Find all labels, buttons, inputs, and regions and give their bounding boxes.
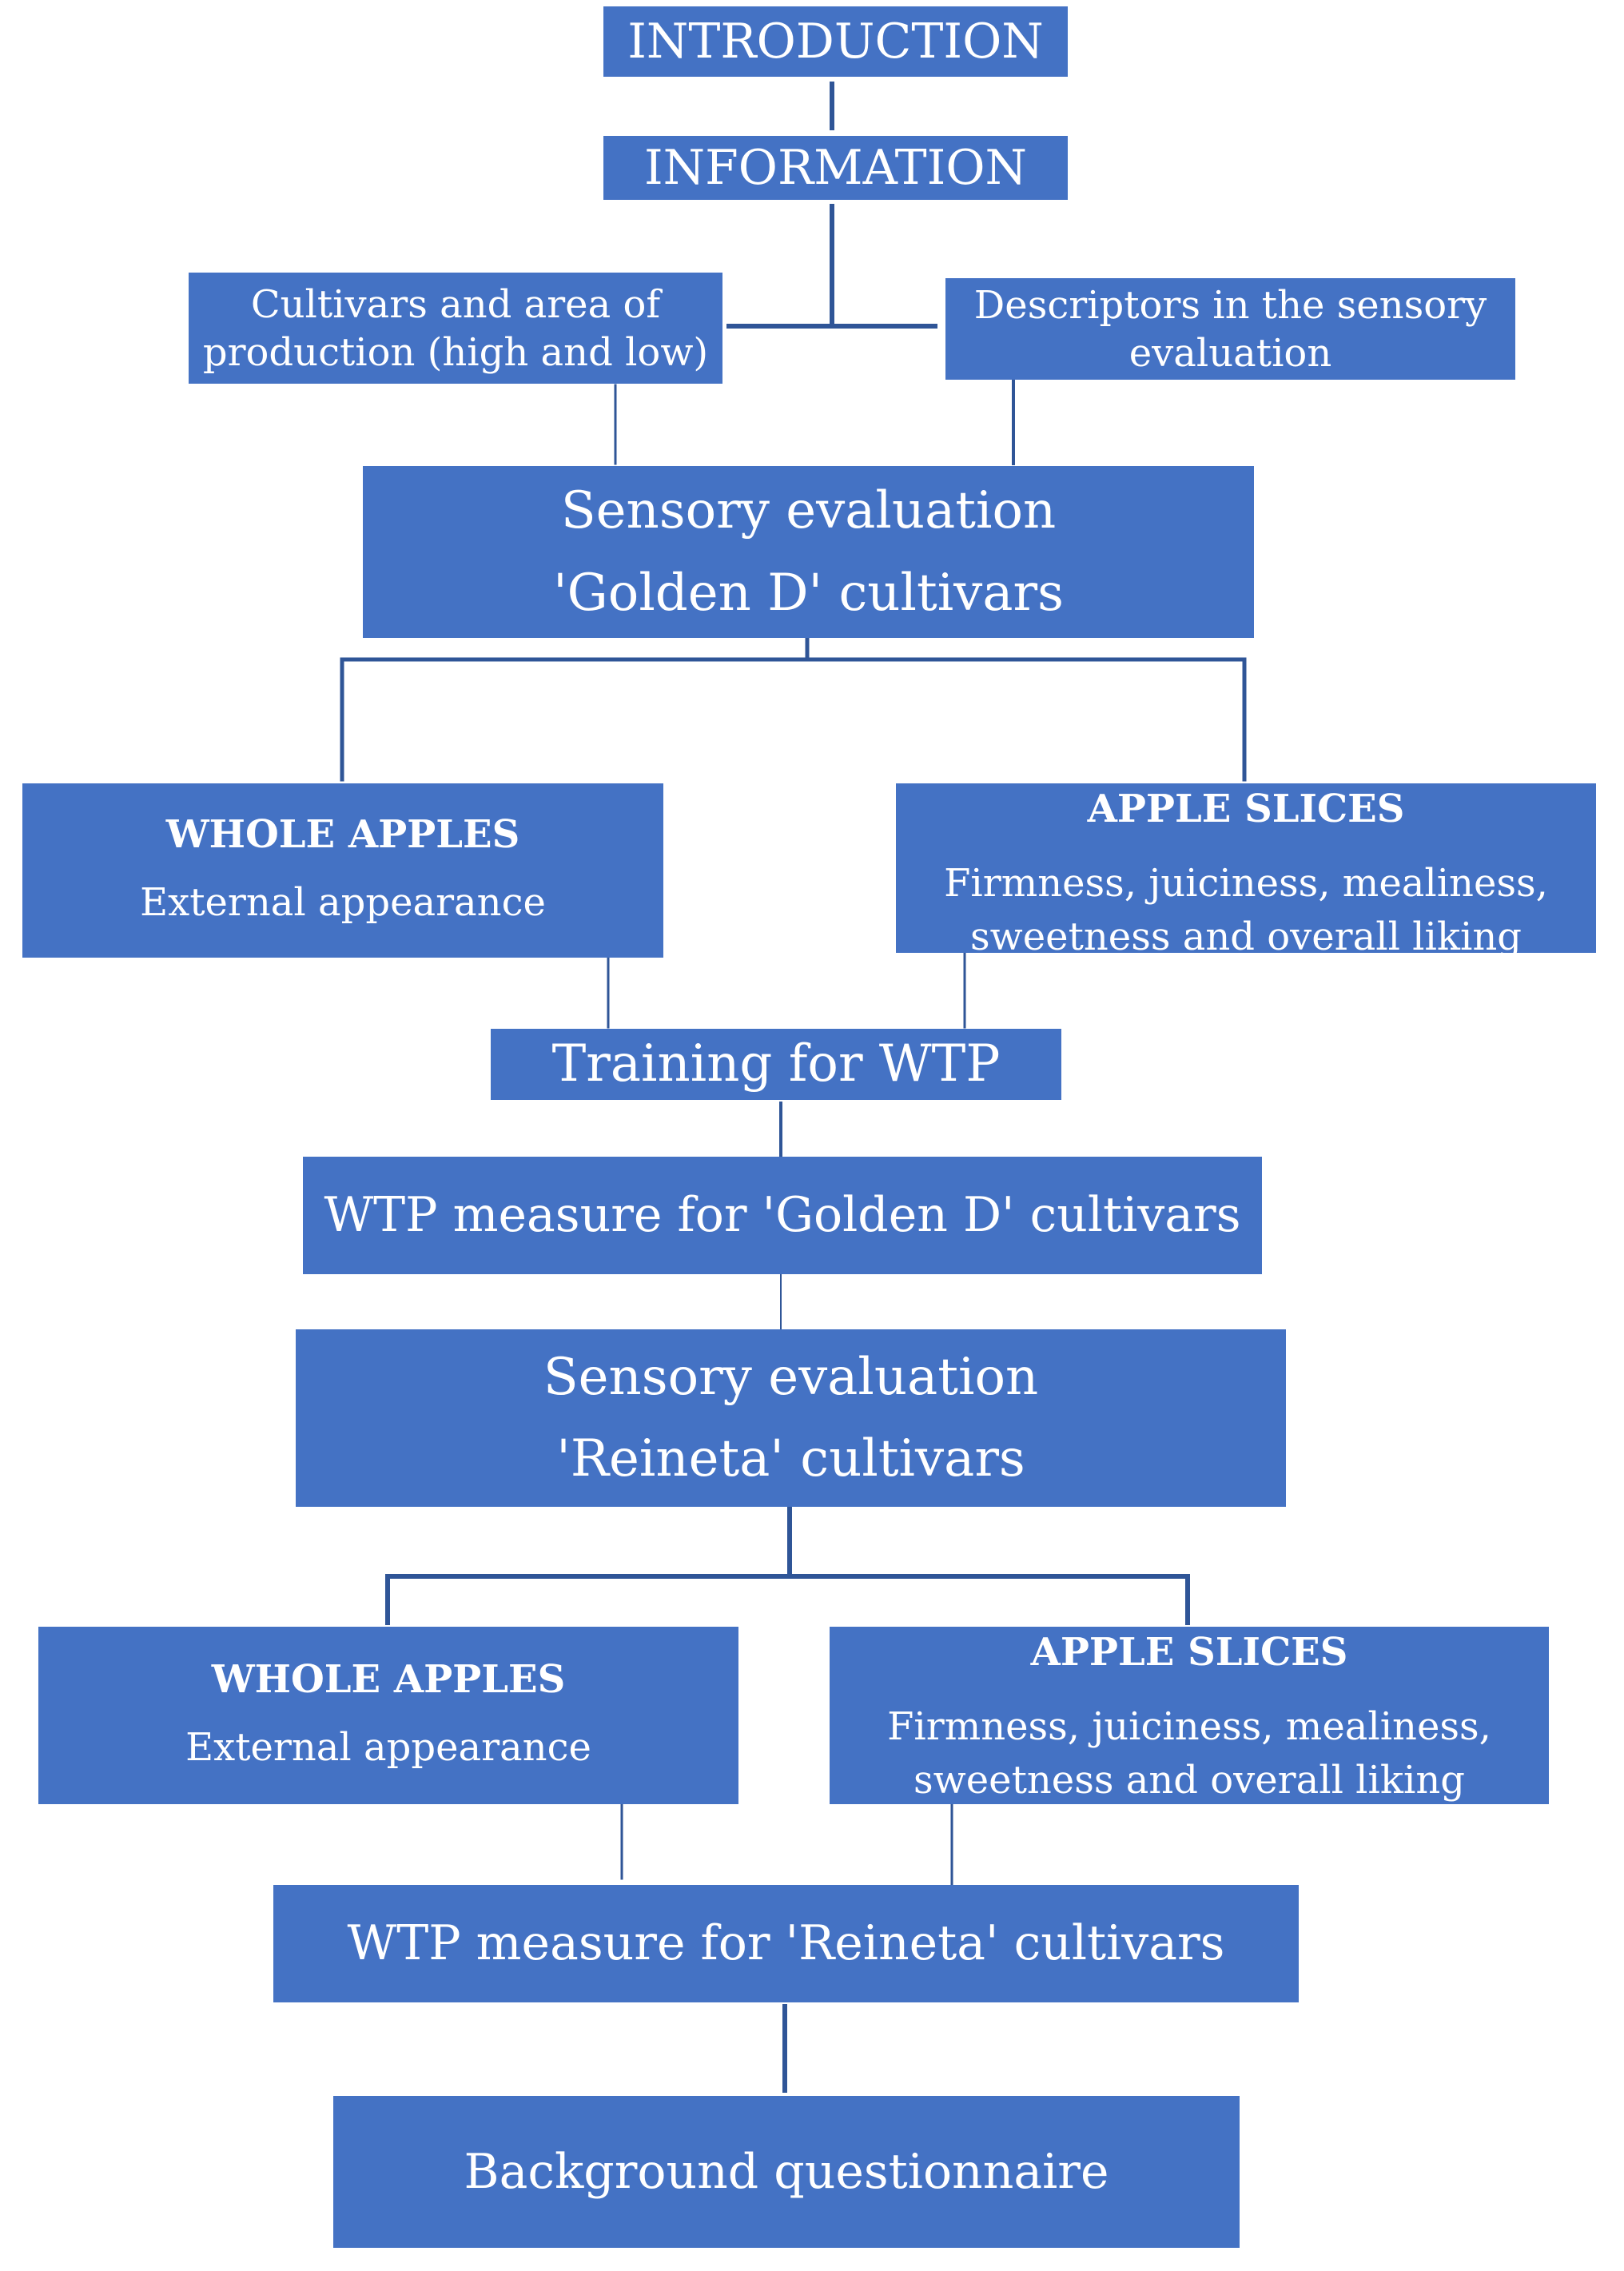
sensory-reineta-line-2: 'Reineta' cultivars — [556, 1429, 1025, 1488]
sensory-golden-box: Sensory evaluation 'Golden D' cultivars — [363, 466, 1254, 638]
cultivars-line-1: Cultivars and area of — [250, 281, 661, 327]
sensory-reineta-line-1: Sensory evaluation — [543, 1347, 1039, 1407]
reineta-apple-slices-line-1: Firmness, juiciness, mealiness, — [887, 1704, 1491, 1749]
sensory-golden-line-2: 'Golden D' cultivars — [553, 563, 1064, 623]
golden-apple-slices-line-2: sweetness and overall liking — [970, 914, 1522, 960]
reineta-whole-apples-text: External appearance — [185, 1725, 591, 1771]
introduction-label: INTRODUCTION — [627, 13, 1044, 70]
reineta-whole-apples-title: WHOLE APPLES — [211, 1657, 566, 1703]
introduction-box: INTRODUCTION — [603, 6, 1068, 77]
golden-whole-apples-text: External appearance — [140, 880, 546, 926]
golden-apple-slices-title: APPLE SLICES — [1087, 787, 1405, 831]
golden-apple-slices-box: APPLE SLICES Firmness, juiciness, mealin… — [896, 783, 1596, 959]
reineta-apple-slices-title: APPLE SLICES — [1030, 1630, 1348, 1675]
sensory-reineta-box: Sensory evaluation 'Reineta' cultivars — [296, 1329, 1286, 1507]
golden-apple-slices-line-1: Firmness, juiciness, mealiness, — [944, 861, 1548, 906]
sensory-golden-line-1: Sensory evaluation — [560, 481, 1057, 541]
wtp-golden-label: WTP measure for 'Golden D' cultivars — [324, 1187, 1241, 1243]
wtp-reineta-label: WTP measure for 'Reineta' cultivars — [347, 1915, 1225, 1971]
descriptors-line-2: evaluation — [1128, 330, 1332, 376]
wtp-reineta-box: WTP measure for 'Reineta' cultivars — [273, 1885, 1299, 2002]
training-label: Training for WTP — [551, 1034, 1001, 1094]
information-label: INFORMATION — [643, 139, 1028, 196]
information-box: INFORMATION — [603, 136, 1068, 200]
cultivars-line-2: production (high and low) — [202, 329, 709, 375]
descriptors-box: Descriptors in the sensory evaluation — [945, 278, 1515, 380]
reineta-apple-slices-line-2: sweetness and overall liking — [914, 1758, 1465, 1803]
wtp-golden-box: WTP measure for 'Golden D' cultivars — [303, 1157, 1262, 1274]
background-questionnaire-label: Background questionnaire — [464, 2143, 1109, 2200]
golden-whole-apples-title: WHOLE APPLES — [165, 812, 520, 858]
background-questionnaire-box: Background questionnaire — [333, 2096, 1240, 2248]
cultivars-box: Cultivars and area of production (high a… — [189, 273, 722, 384]
training-box: Training for WTP — [491, 1029, 1061, 1100]
descriptors-line-1: Descriptors in the sensory — [973, 282, 1487, 328]
golden-whole-apples-box: WHOLE APPLES External appearance — [22, 783, 663, 958]
reineta-apple-slices-box: APPLE SLICES Firmness, juiciness, mealin… — [830, 1627, 1549, 1804]
reineta-whole-apples-box: WHOLE APPLES External appearance — [38, 1627, 738, 1804]
